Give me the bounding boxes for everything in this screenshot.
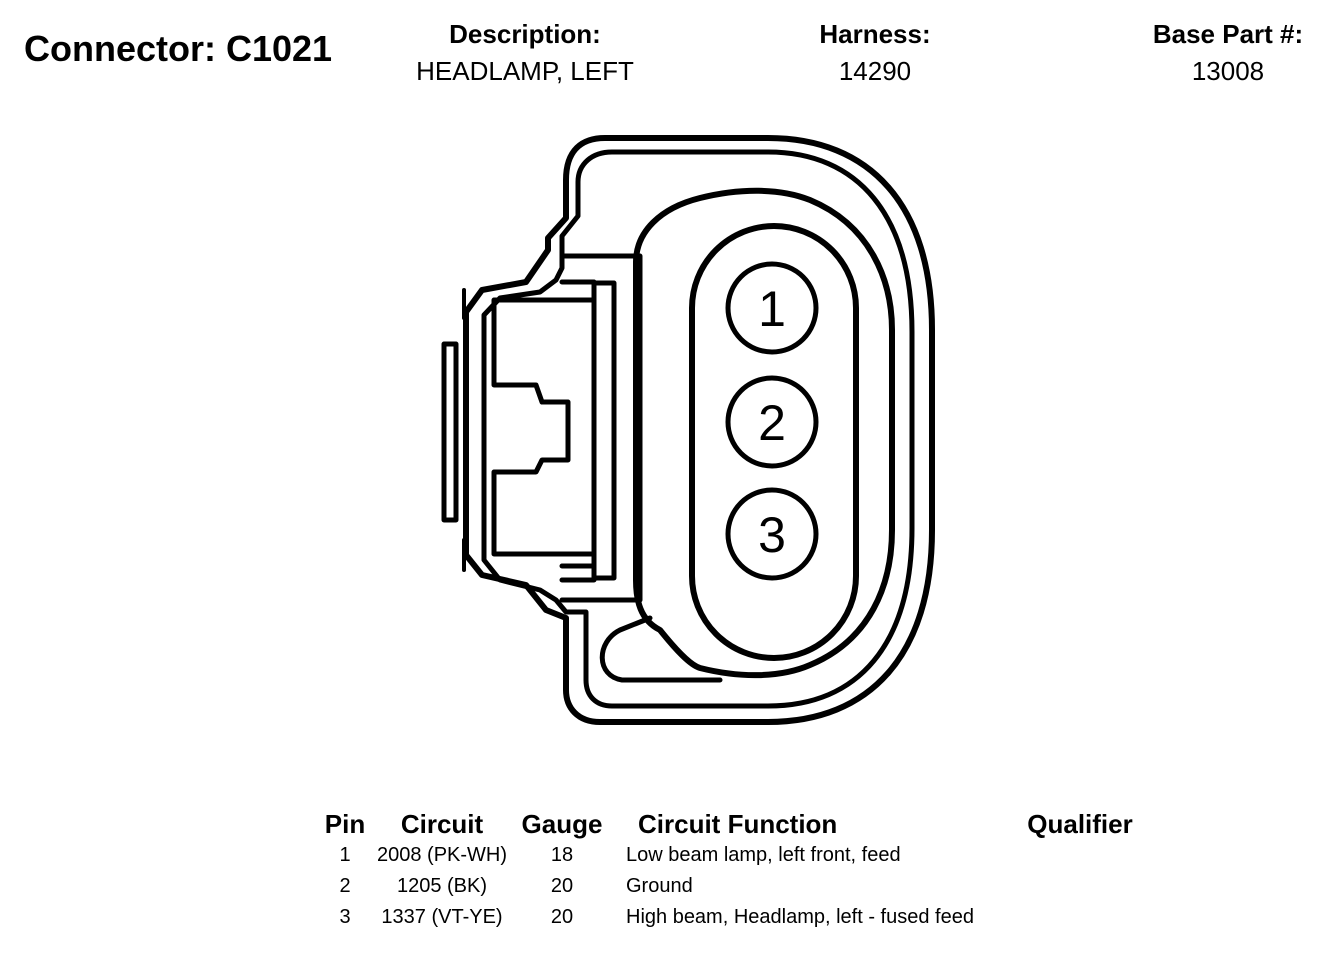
pin-cavity-frame xyxy=(633,187,895,679)
row-circuit-function: Low beam lamp, left front, feed xyxy=(626,844,901,866)
left-rail xyxy=(441,341,459,523)
row-gauge: 20 xyxy=(550,906,574,928)
row-circuit-function: High beam, Headlamp, left - fused feed xyxy=(626,906,974,928)
pin-1-label: 1 xyxy=(758,281,786,337)
harness-value: 14290 xyxy=(838,56,912,86)
pin-table: Pin Circuit Gauge Circuit Function Quali… xyxy=(316,806,1140,933)
locking-tab-plate xyxy=(591,280,617,581)
pin-3-circle xyxy=(725,487,819,581)
description-value: HEADLAMP, LEFT xyxy=(416,56,634,86)
table-row: 3 1337 (VT-YE) 20 High beam, Headlamp, l… xyxy=(316,902,1140,933)
row-circuit: 1205 (BK) xyxy=(396,875,488,897)
pin-1-circle xyxy=(725,261,819,355)
connector-title: Connector: C1021 xyxy=(24,28,333,69)
base-part-value: 13008 xyxy=(1191,56,1265,86)
row-pin: 2 xyxy=(339,875,351,897)
header-circuit-function: Circuit Function xyxy=(638,809,838,839)
row-qualifier xyxy=(1020,840,1140,871)
row-pin: 3 xyxy=(339,906,351,928)
row-circuit: 1337 (VT-YE) xyxy=(381,906,503,928)
row-gauge: 18 xyxy=(550,844,574,866)
table-row: 2 1205 (BK) 20 Ground xyxy=(316,871,1140,902)
base-part-block: Base Part #: 13008 xyxy=(1120,16,1328,90)
description-block: Description: HEADLAMP, LEFT xyxy=(380,16,670,90)
harness-label: Harness: xyxy=(819,19,931,49)
pin-2-label: 2 xyxy=(758,395,786,451)
header-circuit: Circuit xyxy=(400,809,484,839)
header-pin: Pin xyxy=(324,809,366,839)
row-qualifier xyxy=(1020,902,1140,933)
pin-2: 2 xyxy=(725,375,819,469)
row-circuit-function: Ground xyxy=(626,875,693,897)
pin-table-header: Pin Circuit Gauge Circuit Function Quali… xyxy=(316,806,1140,840)
header-qualifier: Qualifier xyxy=(1027,809,1133,839)
base-part-label: Base Part #: xyxy=(1152,19,1304,49)
pin-cavity-oval xyxy=(689,223,859,661)
table-row: 1 2008 (PK-WH) 18 Low beam lamp, left fr… xyxy=(316,840,1140,871)
pin-1: 1 xyxy=(725,261,819,355)
connector-outer-housing xyxy=(463,135,935,725)
pin-2-circle xyxy=(725,375,819,469)
latch-body xyxy=(491,297,597,557)
connector-latch-hook xyxy=(599,615,723,683)
header-gauge: Gauge xyxy=(521,809,603,839)
pin-3: 3 xyxy=(725,487,819,581)
harness-block: Harness: 14290 xyxy=(760,16,990,90)
row-pin: 1 xyxy=(339,844,351,866)
description-label: Description: xyxy=(449,19,601,49)
locking-tab-frame xyxy=(559,253,643,603)
row-qualifier xyxy=(1020,871,1140,902)
row-gauge: 20 xyxy=(550,875,574,897)
pin-3-label: 3 xyxy=(758,507,786,563)
row-circuit: 2008 (PK-WH) xyxy=(376,844,508,866)
